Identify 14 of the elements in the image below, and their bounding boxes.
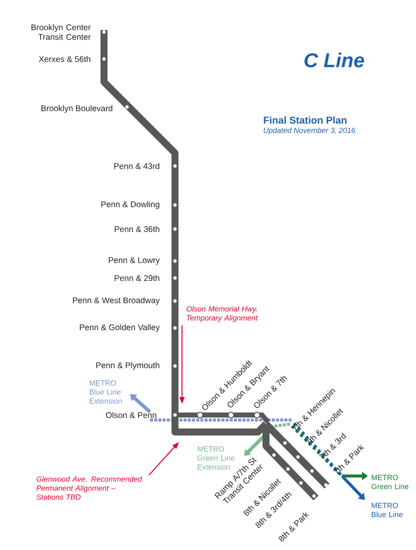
- title: C Line: [304, 52, 364, 68]
- station-label: Penn & Dowling: [101, 201, 160, 209]
- station-label: Brooklyn Boulevard: [42, 105, 112, 113]
- station-label: Penn & Golden Valley: [80, 324, 160, 332]
- station-label: Penn & Lowry: [108, 257, 160, 265]
- station-label: Penn & West Broadway: [72, 297, 160, 305]
- station-label: Penn & Plymouth: [96, 362, 160, 370]
- station-label: Brooklyn Center Transit Center: [32, 24, 91, 40]
- station-label: Olson & Penn: [106, 412, 156, 418]
- station-label: Penn & 29th: [114, 274, 160, 282]
- subtitle: Final Station Plan: [264, 116, 346, 124]
- station-label: Penn & 43rd: [114, 162, 160, 170]
- station-label: Penn & 36th: [114, 226, 160, 232]
- station-label: Xerxes & 56th: [38, 56, 90, 62]
